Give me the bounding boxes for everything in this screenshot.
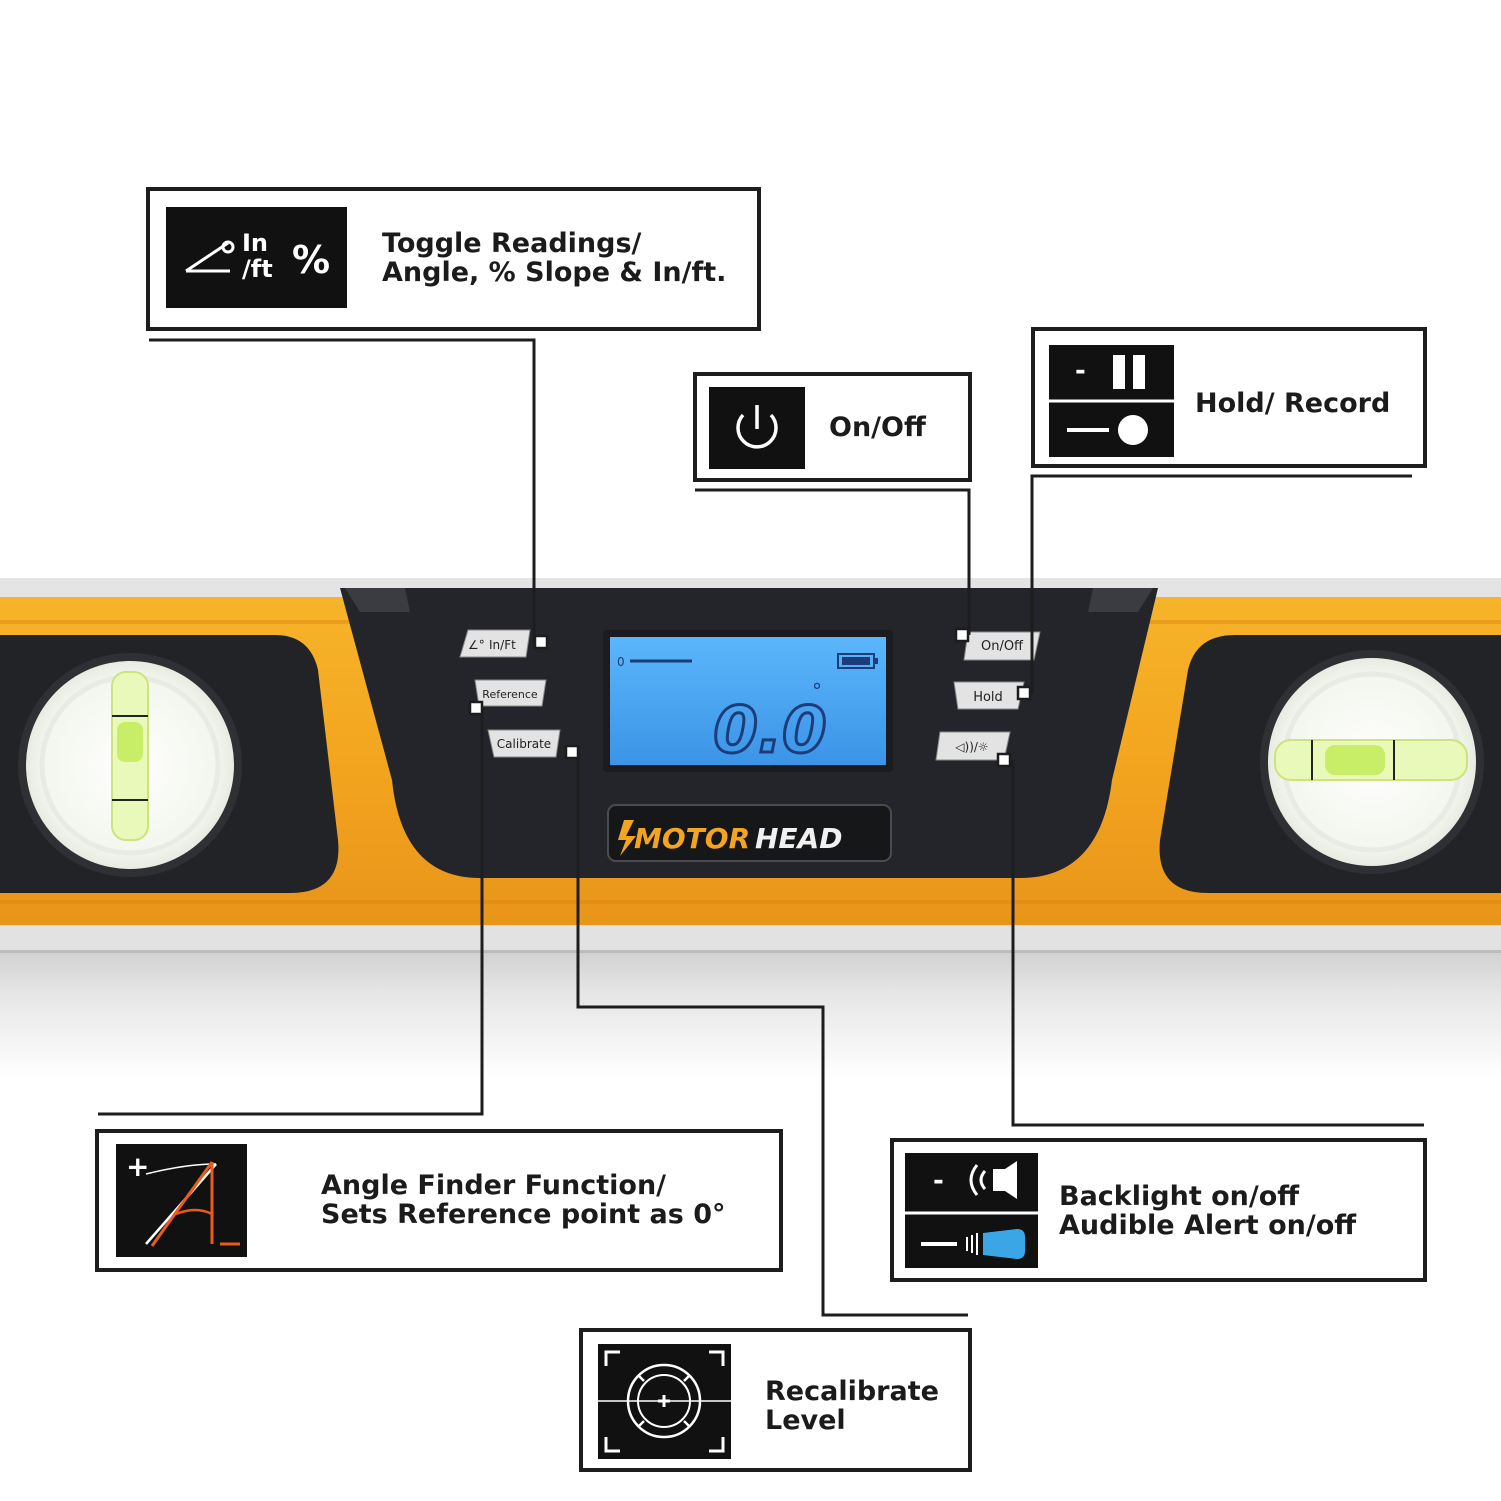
lcd-reading: 0.0 [713, 694, 826, 768]
svg-text:Calibrate: Calibrate [497, 737, 551, 751]
svg-text:+: + [126, 1150, 149, 1183]
callout-hold-text: Hold/ Record [1195, 388, 1391, 419]
svg-text:/ft: /ft [242, 255, 273, 283]
button-hold[interactable]: Hold [953, 681, 1025, 710]
callout-onoff: On/Off [693, 372, 972, 482]
callout-backlight-alert: - Backlight on/off Audible Alert on/off [890, 1138, 1427, 1282]
svg-text:In/Ft: In/Ft [489, 638, 516, 652]
power-icon [709, 387, 805, 469]
svg-text:∠°: ∠° [468, 638, 485, 652]
svg-text:%: % [292, 238, 330, 282]
callout-angle-finder: + Angle Finder Function/ Sets Reference … [95, 1129, 783, 1272]
angle-inft-percent-icon: In /ft % [166, 207, 347, 308]
button-inft[interactable]: ∠° In/Ft [459, 629, 531, 658]
crosshair-target-icon [598, 1344, 731, 1459]
pause-record-icon: - [1049, 345, 1174, 457]
lcd-screen [610, 637, 886, 765]
leader-markers [468, 627, 1032, 768]
svg-text:-: - [1075, 356, 1086, 386]
speaker-light-icon: - [905, 1153, 1038, 1268]
svg-text:HEAD: HEAD [755, 822, 842, 855]
svg-text:Reference: Reference [482, 688, 538, 701]
svg-text:In: In [242, 229, 268, 257]
button-calibrate[interactable]: Calibrate [487, 729, 561, 758]
svg-text:Hold: Hold [973, 690, 1003, 705]
bottom-rail [0, 925, 1501, 953]
svg-text:◁))/☼: ◁))/☼ [954, 740, 988, 754]
angle-finder-icon: + [116, 1144, 247, 1257]
brand-logo: MOTOR HEAD [607, 804, 892, 862]
svg-text:°: ° [812, 679, 822, 703]
svg-text:-: - [933, 1166, 944, 1196]
callout-backlight-text: Backlight on/off Audible Alert on/off [1059, 1181, 1357, 1241]
button-reference[interactable]: Reference [474, 679, 547, 707]
level-shadow [0, 948, 1501, 1078]
svg-text:0: 0 [617, 655, 625, 669]
battery-full-icon [837, 653, 878, 669]
callout-angle-text: Angle Finder Function/ Sets Reference po… [321, 1170, 726, 1230]
leader-lines [98, 338, 1424, 1317]
svg-text:MOTOR: MOTOR [634, 822, 750, 855]
callout-recalibrate: Recalibrate Level [579, 1328, 972, 1472]
callout-toggle-readings: In /ft % Toggle Readings/ Angle, % Slope… [146, 187, 761, 331]
button-sound-light[interactable]: ◁))/☼ [935, 731, 1011, 761]
callout-recalibrate-text: Recalibrate Level [765, 1376, 939, 1436]
callout-toggle-text: Toggle Readings/ Angle, % Slope & In/ft. [382, 228, 727, 288]
svg-text:On/Off: On/Off [981, 639, 1024, 654]
button-onoff[interactable]: On/Off [963, 631, 1041, 661]
callout-hold-record: - Hold/ Record [1031, 327, 1427, 468]
callout-onoff-text: On/Off [829, 412, 926, 443]
